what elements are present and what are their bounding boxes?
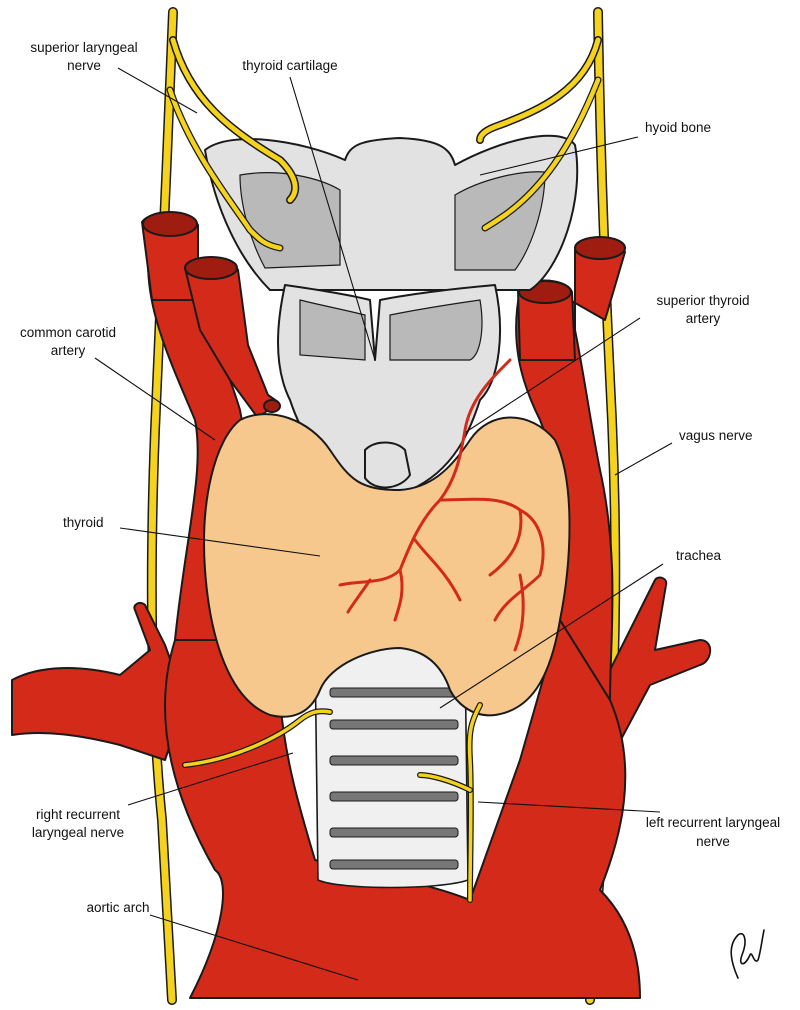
label-thyroid-cartilage: thyroid cartilage xyxy=(242,58,376,361)
label-superior-laryngeal-nerve: superior laryngeal nerve xyxy=(30,40,198,114)
label-aortic-arch: aortic arch xyxy=(86,900,359,981)
label-common-carotid-artery: common carotid artery xyxy=(20,325,216,441)
svg-text:thyroid cartilage: thyroid cartilage xyxy=(242,58,337,73)
hyoid-bone xyxy=(204,134,579,291)
label-trachea: trachea xyxy=(439,548,722,709)
thyroid-cartilage xyxy=(277,284,501,491)
svg-text:superior thyroid: superior thyroid xyxy=(656,293,749,308)
svg-text:artery: artery xyxy=(686,311,721,326)
svg-text:hyoid bone: hyoid bone xyxy=(645,120,711,135)
trachea-ring xyxy=(329,687,459,698)
svg-text:trachea: trachea xyxy=(676,548,722,563)
trachea-ring xyxy=(329,791,459,802)
svg-text:nerve: nerve xyxy=(67,58,101,73)
thyroid-gland xyxy=(203,413,571,718)
svg-text:thyroid: thyroid xyxy=(63,515,104,530)
trachea-ring xyxy=(329,859,459,870)
svg-text:superior laryngeal: superior laryngeal xyxy=(30,40,137,55)
laryngeal-nerves xyxy=(166,36,602,903)
trachea-ring xyxy=(329,827,459,838)
trachea-ring xyxy=(329,755,459,766)
trachea-ring xyxy=(329,719,459,730)
svg-text:right recurrent: right recurrent xyxy=(36,807,120,822)
label-hyoid-bone: hyoid bone xyxy=(479,120,711,176)
svg-text:vagus nerve: vagus nerve xyxy=(679,428,753,443)
svg-text:artery: artery xyxy=(51,343,86,358)
trachea-rings xyxy=(314,641,469,889)
svg-text:laryngeal nerve: laryngeal nerve xyxy=(32,825,124,840)
label-left-recurrent-laryngeal-nerve: left recurrent laryngeal nerve xyxy=(477,801,780,849)
svg-text:left recurrent laryngeal: left recurrent laryngeal xyxy=(646,815,780,830)
svg-text:nerve: nerve xyxy=(696,834,730,849)
artist-signature xyxy=(730,929,765,979)
label-right-recurrent-laryngeal-nerve: right recurrent laryngeal nerve xyxy=(32,752,294,840)
svg-text:common carotid: common carotid xyxy=(20,325,116,340)
labels: superior laryngeal nerve thyroid cartila… xyxy=(20,40,780,981)
label-vagus-nerve: vagus nerve xyxy=(614,428,753,476)
superior-thyroid-artery xyxy=(338,358,545,652)
label-superior-thyroid-artery: superior thyroid artery xyxy=(465,293,750,433)
svg-text:aortic arch: aortic arch xyxy=(86,900,149,915)
label-thyroid: thyroid xyxy=(63,515,321,557)
